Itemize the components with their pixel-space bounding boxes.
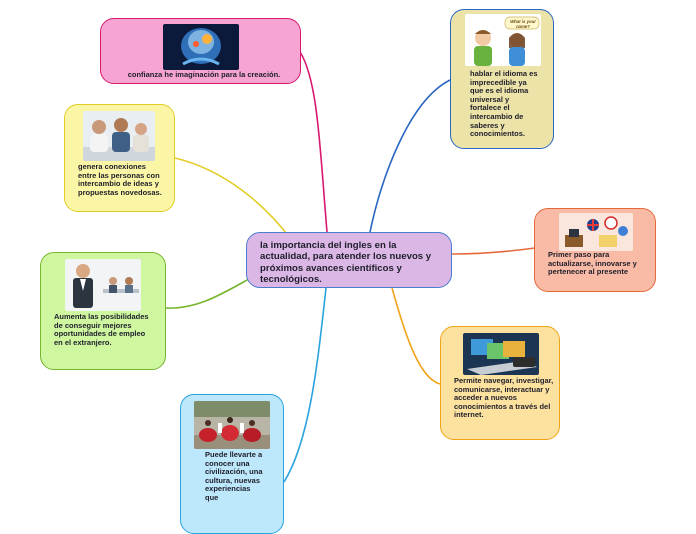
branch-text: Primer paso para actualizarse, innovarse… <box>548 250 637 277</box>
branch-node-employment[interactable]: Aumenta las posibilidades de conseguir m… <box>40 252 166 370</box>
branch-node-imagination[interactable]: confianza he imaginación para la creació… <box>100 18 301 84</box>
image-caption: What is your name? <box>510 19 536 29</box>
branch-text: Aumenta las posibilidades de conseguir m… <box>54 312 149 347</box>
connector-line <box>174 157 291 239</box>
branch-text: Puede llevarte a conocer una civilizació… <box>205 450 263 502</box>
branch-node-connections[interactable]: genera conexiones entre las personas con… <box>64 104 175 212</box>
central-topic-node[interactable]: la importancia del ingles en la actualid… <box>246 232 452 288</box>
branch-node-innovation[interactable]: Primer paso para actualizarse, innovarse… <box>534 208 656 292</box>
connector-line <box>164 273 259 309</box>
businessman-image <box>65 259 141 311</box>
branch-node-culture[interactable]: Puede llevarte a conocer una civilizació… <box>180 394 284 534</box>
connector-line <box>299 51 328 233</box>
laptop-image <box>463 333 539 375</box>
central-topic-text: la importancia del ingles en la actualid… <box>260 240 432 286</box>
dancers-image <box>194 401 270 449</box>
branch-text: hablar el idioma es imprecedible ya que … <box>470 69 538 139</box>
connector-line <box>391 287 441 385</box>
connector-line <box>283 287 327 483</box>
branch-node-universal-language[interactable]: What is your name? hablar el idioma es i… <box>450 9 554 149</box>
branch-text: Permite navegar, investigar, comunicarse… <box>454 376 554 420</box>
branch-node-internet[interactable]: Permite navegar, investigar, comunicarse… <box>440 326 560 440</box>
connector-line <box>451 247 536 255</box>
branch-text: genera conexiones entre las personas con… <box>78 162 162 197</box>
connector-line <box>369 79 451 233</box>
conversation-image: What is your name? <box>465 14 541 66</box>
flags-image <box>559 213 633 251</box>
branch-text: confianza he imaginación para la creació… <box>127 70 281 79</box>
glowing-head-image <box>163 24 239 70</box>
meeting-people-image <box>83 111 155 161</box>
